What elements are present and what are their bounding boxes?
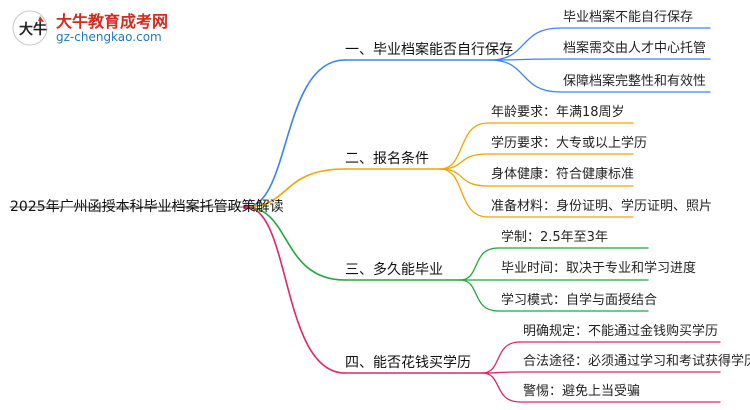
branch-3-label: 三、多久能毕业 [345,262,443,278]
leaf-1-1: 毕业档案不能自行保存 [563,10,694,25]
leaf-3-1-connector [459,247,499,281]
branch-1-label: 一、毕业档案能否自行保存 [345,42,513,58]
site-logo[interactable]: 大牛 大牛教育成考网 gz-chengkao.com [6,6,206,50]
leaf-1-2: 档案需交由人才中心托管 [563,41,707,56]
leaf-2-3-connector [439,168,489,187]
leaf-2-4: 准备材料：身份证明、学历证明、照片 [491,199,713,214]
leaf-4-1: 明确规定：不能通过金钱购买学历 [523,324,719,339]
leaf-1-2-connector [489,58,561,61]
branch-4-connector [245,206,346,374]
logo-title: 大牛教育成考网 [56,12,169,31]
leaf-2-2: 学历要求：大专或以上学历 [491,136,648,151]
leaf-3-3: 学习模式：自学与面授结合 [501,293,658,308]
logo-mark-icon: 大牛 [12,10,48,46]
logo-mark-text: 大牛 [19,21,47,38]
leaf-1-1-connector [489,27,561,61]
leaf-4-2: 合法途径：必须通过学习和考试获得学历 [523,354,750,369]
leaf-3-3-connector [459,279,499,312]
leaf-2-2-connector [439,153,489,170]
root-topic: 2025年广州函授本科毕业档案托管政策解读 [10,199,284,215]
root-node-dot [243,204,249,210]
leaf-2-3: 身体健康：符合健康标准 [491,167,635,182]
leaf-4-3-connector [481,372,521,403]
leaf-2-1: 年龄要求：年满18周岁 [491,105,625,120]
leaf-2-4-connector [439,168,489,218]
branch-3-connector [245,206,346,281]
leaf-4-1-connector [481,341,521,374]
branch-1-connector [245,59,346,208]
leaf-3-2: 毕业时间：取决于专业和学习进度 [501,261,697,276]
branch-2-connector [245,168,346,208]
branch-2-label: 二、报名条件 [345,151,429,167]
logo-url: gz-chengkao.com [56,30,162,44]
leaf-3-1: 学制：2.5年至3年 [501,230,608,245]
leaf-2-1-connector [439,122,489,170]
branch-4-label: 四、能否花钱买学历 [345,355,471,371]
leaf-4-3: 警惕：避免上当受骗 [523,384,641,399]
leaf-1-3: 保障档案完整性和有效性 [563,74,707,89]
leaf-1-3-connector [489,59,561,93]
